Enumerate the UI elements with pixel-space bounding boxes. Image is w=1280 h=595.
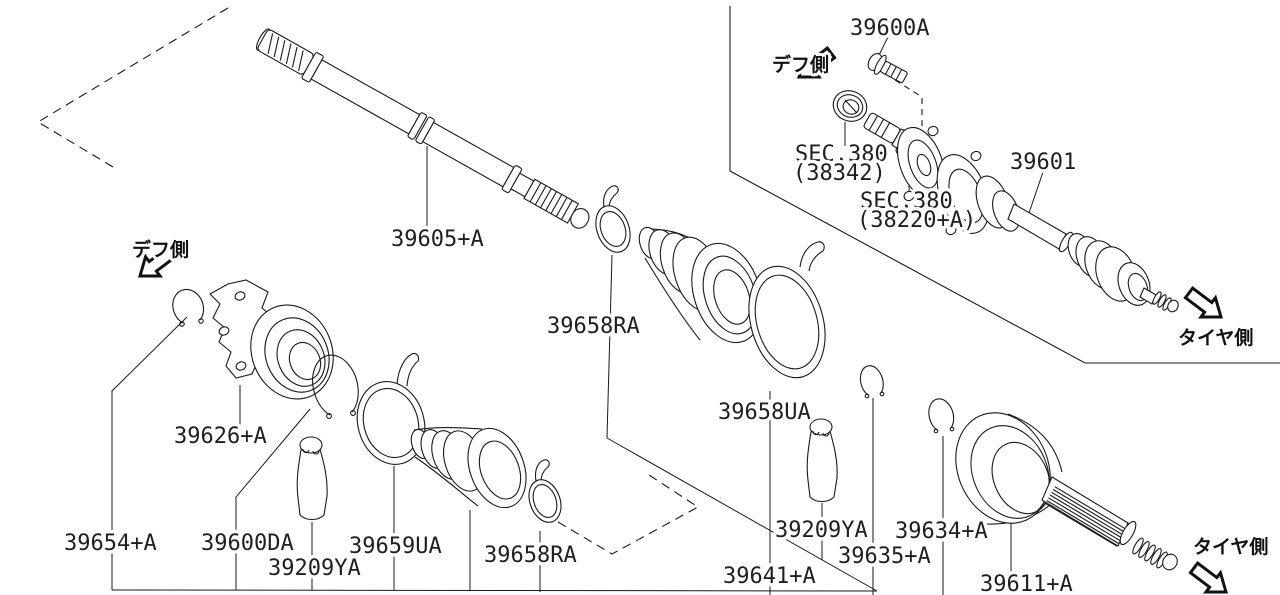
label-39658ra-bottom: 39658RA [484, 543, 577, 568]
label-39611: 39611+A [980, 572, 1073, 595]
boot-clamp-39658ra-bottom [528, 459, 562, 523]
label-39659ua: 39659UA [349, 534, 442, 559]
leader-39600da [235, 408, 311, 590]
leader-39654 [111, 316, 188, 590]
label-sec380-seal-1: SEC.380 [795, 142, 888, 167]
shaft-assembly-39601 [936, 150, 1179, 313]
drive-shaft-39605 [255, 28, 590, 229]
snap-ring-large [312, 354, 359, 419]
label-39658ua: 39658UA [718, 400, 811, 425]
leader-lines [111, 36, 1044, 595]
diff-side-arrow-right [797, 46, 837, 79]
flange-housing-39626 [209, 279, 334, 400]
label-def-side-left: デフ側 [132, 238, 189, 261]
label-sec380-seal-2: (38342) [793, 161, 886, 186]
snap-ring-39654 [172, 288, 205, 327]
outer-joint-39611 [955, 412, 1178, 571]
leader-39600a [878, 36, 889, 56]
leader-39601 [1028, 171, 1044, 214]
group-boundaries [36, 6, 1280, 592]
label-39635: 39635+A [838, 544, 931, 569]
diagonal-bus-line [606, 437, 878, 592]
right-group-solid-boundary [729, 6, 1280, 364]
label-sec380-flange-2: (38220+A) [857, 208, 976, 233]
label-sec380-flange-1: SEC.380 [860, 189, 953, 214]
bottom-bus-line [111, 589, 878, 592]
label-39605: 39605+A [391, 227, 484, 252]
leader-39658ra-mid [606, 254, 613, 439]
boot-clamp-39658ra-mid [595, 185, 631, 253]
label-39209ya-right: 39209YA [775, 518, 868, 543]
diff-side-arrow-left [138, 245, 178, 278]
label-def-side-right: デフ側 [772, 53, 829, 76]
inner-boot-left [410, 427, 527, 509]
mid-group-dashed-boundary [557, 472, 700, 555]
stub-flange-38220 [863, 112, 945, 202]
label-39658ra-mid: 39658RA [547, 314, 640, 339]
label-tire-side-bottom: タイヤ側 [1193, 536, 1268, 558]
label-39654: 39654+A [64, 531, 157, 556]
snap-ring-39634 [928, 398, 955, 434]
tire-side-arrow-top [1183, 286, 1223, 319]
left-group-dashed-boundary [36, 7, 229, 171]
inner-boot-center [638, 226, 763, 344]
grease-tube-right [806, 418, 838, 503]
label-39209ya-left: 39209YA [268, 556, 361, 581]
grease-tube-left [296, 436, 328, 521]
boot-band-39658ua [748, 241, 826, 379]
label-39600a: 39600A [850, 16, 929, 41]
label-39634: 39634+A [895, 519, 988, 544]
boot-band-39659ua [356, 352, 426, 465]
label-39600da: 39600DA [201, 531, 294, 556]
label-39626: 39626+A [174, 424, 267, 449]
label-39641: 39641+A [723, 564, 816, 589]
part-labels: 39600A デフ側 SEC.380 (38342) SEC.380 (3822… [61, 13, 1272, 595]
label-tire-side-right: タイヤ側 [1178, 327, 1253, 349]
snap-ring-39635 [859, 365, 885, 399]
label-39601: 39601 [1010, 150, 1076, 175]
seal-38342 [832, 90, 868, 122]
bolt-39600a [867, 53, 908, 84]
tire-side-arrow-bottom [1188, 561, 1228, 594]
